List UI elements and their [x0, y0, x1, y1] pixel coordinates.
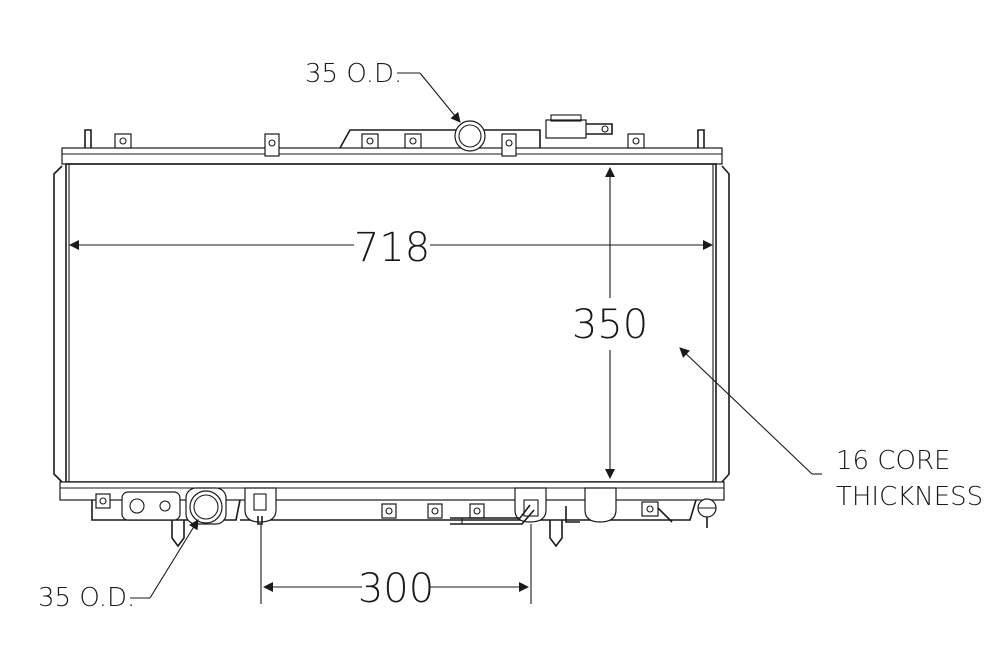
drain-bracket	[95, 493, 111, 509]
core-thickness-line2: THICKNESS	[836, 482, 983, 512]
left-side-bracket	[53, 165, 63, 483]
mounting-tab	[361, 133, 379, 149]
inlet-od-label: 35 O.D.	[305, 59, 402, 89]
height-dimension-label: 350	[572, 302, 648, 348]
height-dimension: 350	[572, 167, 648, 479]
outlet-spacing-dimension: 300	[260, 524, 532, 612]
bottom-mount	[121, 491, 181, 521]
inlet-pipe	[454, 120, 486, 152]
top-fittings	[114, 114, 645, 157]
outlet-callout: 35 O.D.	[38, 519, 199, 613]
width-dimension: 718	[69, 225, 713, 271]
mounting-tab	[404, 133, 422, 149]
outlet-spacing-label: 300	[358, 566, 434, 612]
core-thickness-line1: 16 CORE	[836, 446, 950, 476]
inlet-callout: 35 O.D.	[305, 59, 461, 123]
mounting-tab	[469, 503, 485, 519]
bottom-bracket-right	[584, 487, 617, 523]
outlet-od-label: 35 O.D.	[38, 583, 135, 613]
mounting-tab	[627, 133, 645, 149]
right-side-bracket	[721, 165, 730, 483]
core-thickness-callout: 16 CORE THICKNESS	[679, 347, 983, 512]
mounting-tab	[264, 133, 280, 157]
drain-cock	[697, 498, 717, 528]
mounting-tab	[114, 133, 132, 149]
mounting-tab	[641, 501, 659, 517]
bottom-bracket-left	[244, 487, 277, 525]
mounting-tab	[381, 503, 397, 519]
drain-plug	[450, 487, 547, 525]
top-tank	[61, 147, 723, 165]
radiator-cap	[545, 114, 613, 139]
bottom-fittings	[95, 487, 717, 548]
outlet-pipe	[185, 487, 227, 525]
width-dimension-label: 718	[354, 225, 430, 271]
mounting-tab	[501, 133, 517, 157]
mounting-tab	[427, 503, 443, 519]
